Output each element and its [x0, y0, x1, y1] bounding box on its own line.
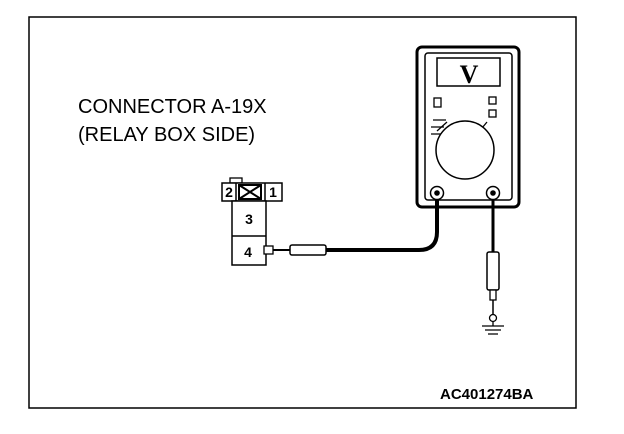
ground-symbol-icon	[482, 313, 504, 335]
connector-a19x	[221, 177, 283, 266]
figure-id: AC401274BA	[440, 386, 534, 403]
connector-name-label: CONNECTOR A-19X	[78, 96, 267, 118]
multimeter-icon	[415, 45, 521, 209]
meter-display: V	[460, 60, 479, 89]
test-probe-icon	[271, 244, 327, 256]
test-lead-wire	[326, 199, 439, 252]
pin-1-label: 1	[269, 184, 277, 200]
pin-4-label: 4	[244, 244, 252, 260]
ground-probe-icon	[486, 251, 500, 314]
pin-3-label: 3	[245, 211, 253, 227]
connector-side-label: (RELAY BOX SIDE)	[78, 124, 256, 146]
pin-2-label: 2	[225, 184, 233, 200]
